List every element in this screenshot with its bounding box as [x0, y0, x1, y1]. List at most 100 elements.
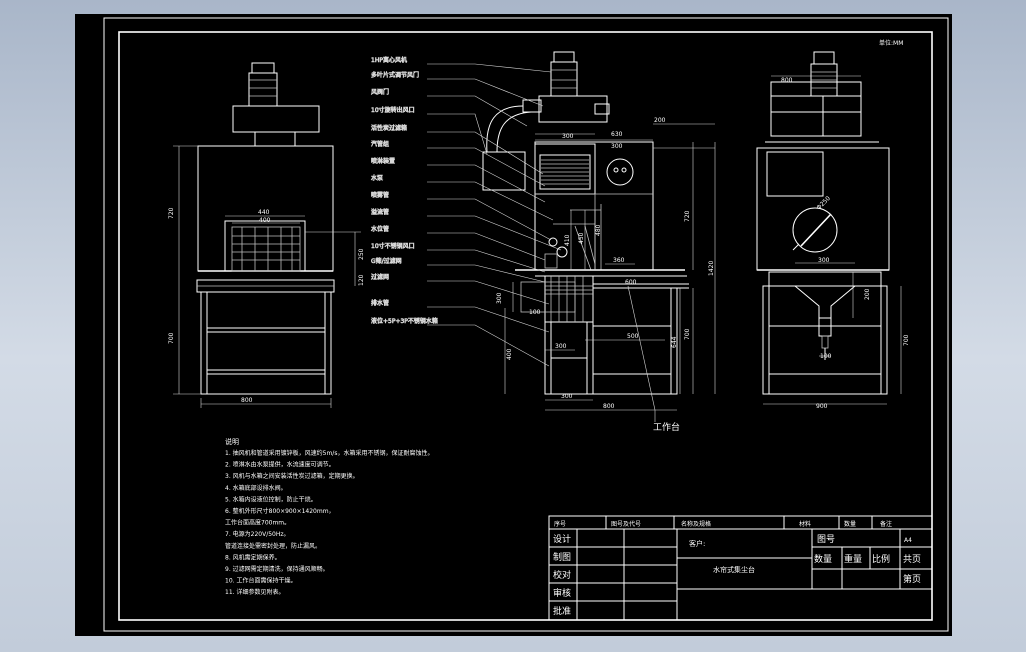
- note-line: 1. 抽风机和管道采用镀锌板，风速约5m/s，水箱采用不锈钢，保证耐腐蚀性。: [225, 449, 433, 457]
- side-dim-16: 450: [578, 232, 585, 244]
- title-row-label: 制图: [553, 551, 571, 563]
- title-row-label: 批准: [553, 605, 571, 617]
- callout-leader: [427, 78, 544, 107]
- callout-leader: [427, 131, 544, 175]
- front-dim-right: 250: [358, 248, 365, 260]
- callout-leader: [427, 249, 546, 273]
- side-dim-11: 300: [496, 292, 503, 304]
- callout-label: 1HP离心风机: [371, 56, 407, 64]
- side-dim-2: 300: [562, 133, 574, 140]
- title-block: 序号图号及代号名称及规格材料数量备注 设计制图校对审核批准 客户: 水帘式集尘台…: [548, 515, 933, 621]
- side-dim-3: 630: [611, 131, 623, 138]
- callout-label: 喷淋装置: [371, 157, 395, 165]
- title-header-cell: 数量: [844, 520, 856, 528]
- callout-label: 10寸不锈钢风口: [371, 242, 415, 250]
- side-dim-5: 720: [684, 210, 691, 222]
- note-line: 工作台面高度700mm。: [225, 519, 290, 527]
- callout-leader: [427, 264, 546, 283]
- title-row-label: 审核: [553, 587, 571, 599]
- title-header-cell: 材料: [799, 520, 811, 528]
- title-header-cell: 名称及规格: [681, 520, 711, 528]
- scale-label: 比例: [872, 553, 890, 565]
- callout-label: 活性炭过滤箱: [371, 124, 407, 132]
- right-dim-bottom: 900: [816, 403, 828, 410]
- note-line: 11. 详细参数见附表。: [225, 588, 284, 596]
- side-dim-4: 300: [611, 143, 623, 150]
- note-line: 3. 风机与水箱之间安装活性炭过滤箱，定期更换。: [225, 472, 359, 480]
- callout-label: 排水管: [371, 299, 389, 307]
- right-dim-funnel: 300: [818, 257, 830, 264]
- customer-label: 客户:: [689, 539, 705, 548]
- title-row-label: 设计: [553, 533, 571, 545]
- right-view: 800 Φ250 300 200 100 700 900: [756, 51, 910, 410]
- front-dim-lower: 700: [168, 332, 175, 344]
- right-dim-funnel-h: 200: [864, 288, 871, 300]
- drawing-no-label: 图号: [817, 534, 835, 545]
- side-dim-19: 100: [529, 309, 541, 316]
- callout-leader: [427, 113, 488, 155]
- right-dim-pipe: 100: [820, 353, 832, 360]
- callout-label: 液位+5P+3P不锈钢水箱: [371, 317, 438, 325]
- right-dim-top: 800: [781, 77, 793, 84]
- front-dim-window: 440: [258, 209, 270, 216]
- title-header-cell: 序号: [554, 520, 566, 528]
- page-label: 第页: [903, 573, 921, 585]
- front-dim-small: 120: [358, 274, 365, 286]
- right-dim-circle: Φ250: [815, 195, 832, 212]
- side-dim-13: 300: [561, 393, 573, 400]
- front-view: 800 440 400 720 700 250 120: [168, 62, 365, 408]
- note-line: 管道连接处需密封处理，防止漏风。: [225, 542, 321, 550]
- technical-notes: 说明 1. 抽风机和管道采用镀锌板，风速约5m/s，水箱采用不锈钢，保证耐腐蚀性…: [225, 437, 433, 596]
- callout-leader: [427, 95, 528, 127]
- title-header-cell: 备注: [880, 520, 892, 528]
- side-dim-8: 644: [671, 336, 678, 348]
- front-dim-upper: 720: [168, 207, 175, 219]
- callout-leader: [427, 181, 554, 221]
- side-dim-7: 700: [684, 328, 691, 340]
- front-dim-width: 800: [241, 397, 253, 404]
- side-dim-12: 400: [506, 348, 513, 360]
- total-pages-label: 共页: [903, 554, 921, 565]
- side-dim-6: 1420: [708, 261, 715, 276]
- part-name: 水帘式集尘台: [713, 565, 755, 574]
- note-line: 7. 电源为220V/50Hz。: [225, 530, 290, 538]
- note-line: 8. 风机需定期保养。: [225, 553, 281, 561]
- callout-label: 多叶片式调节风门: [371, 71, 419, 79]
- callout-label: 过滤网: [371, 273, 389, 281]
- side-view: 200 300 630 300 720 1420 700 644 600 500…: [371, 51, 716, 433]
- weight-label: 重量: [844, 553, 862, 565]
- side-dim-17: 480: [595, 224, 602, 236]
- unit-note: 单位:MM: [879, 39, 903, 47]
- callout-leader: [427, 63, 552, 73]
- callout-leader: [427, 324, 550, 367]
- callout-label: 风阀门: [371, 88, 389, 96]
- drawing-canvas: 单位:MM: [103, 17, 949, 632]
- callout-label: 水位管: [371, 225, 389, 233]
- side-dim-14: 800: [603, 403, 615, 410]
- outer-frame: [103, 17, 949, 632]
- note-line: 10. 工作台面需保持干燥。: [225, 577, 296, 585]
- drawing-sheet: 单位:MM: [75, 14, 952, 636]
- inner-frame: [118, 31, 933, 621]
- note-line: 4. 水箱底部设排水阀。: [225, 484, 287, 492]
- callout-leader: [427, 306, 550, 333]
- side-dim-18: 360: [613, 257, 625, 264]
- qty-label: 数量: [814, 553, 832, 565]
- callout-label: 汽管组: [371, 140, 389, 148]
- side-dim-1: 200: [654, 117, 666, 124]
- note-line: 5. 水箱内设液位控制，防止干烧。: [225, 495, 317, 503]
- worktable-leader: [627, 285, 656, 422]
- side-dim-15: 410: [564, 234, 571, 246]
- size-label: A4: [904, 537, 912, 544]
- callout-label: 溢流管: [371, 208, 389, 216]
- worktable-label: 工作台: [653, 421, 680, 433]
- title-row-label: 校对: [553, 569, 571, 581]
- side-dim-10: 500: [627, 333, 639, 340]
- callout-leader: [427, 198, 552, 241]
- side-dim-9: 600: [625, 279, 637, 286]
- callout-leader: [427, 280, 550, 305]
- right-dim-height: 700: [903, 334, 910, 346]
- callout-label: 水泵: [371, 174, 383, 182]
- callout-leader: [427, 215, 562, 251]
